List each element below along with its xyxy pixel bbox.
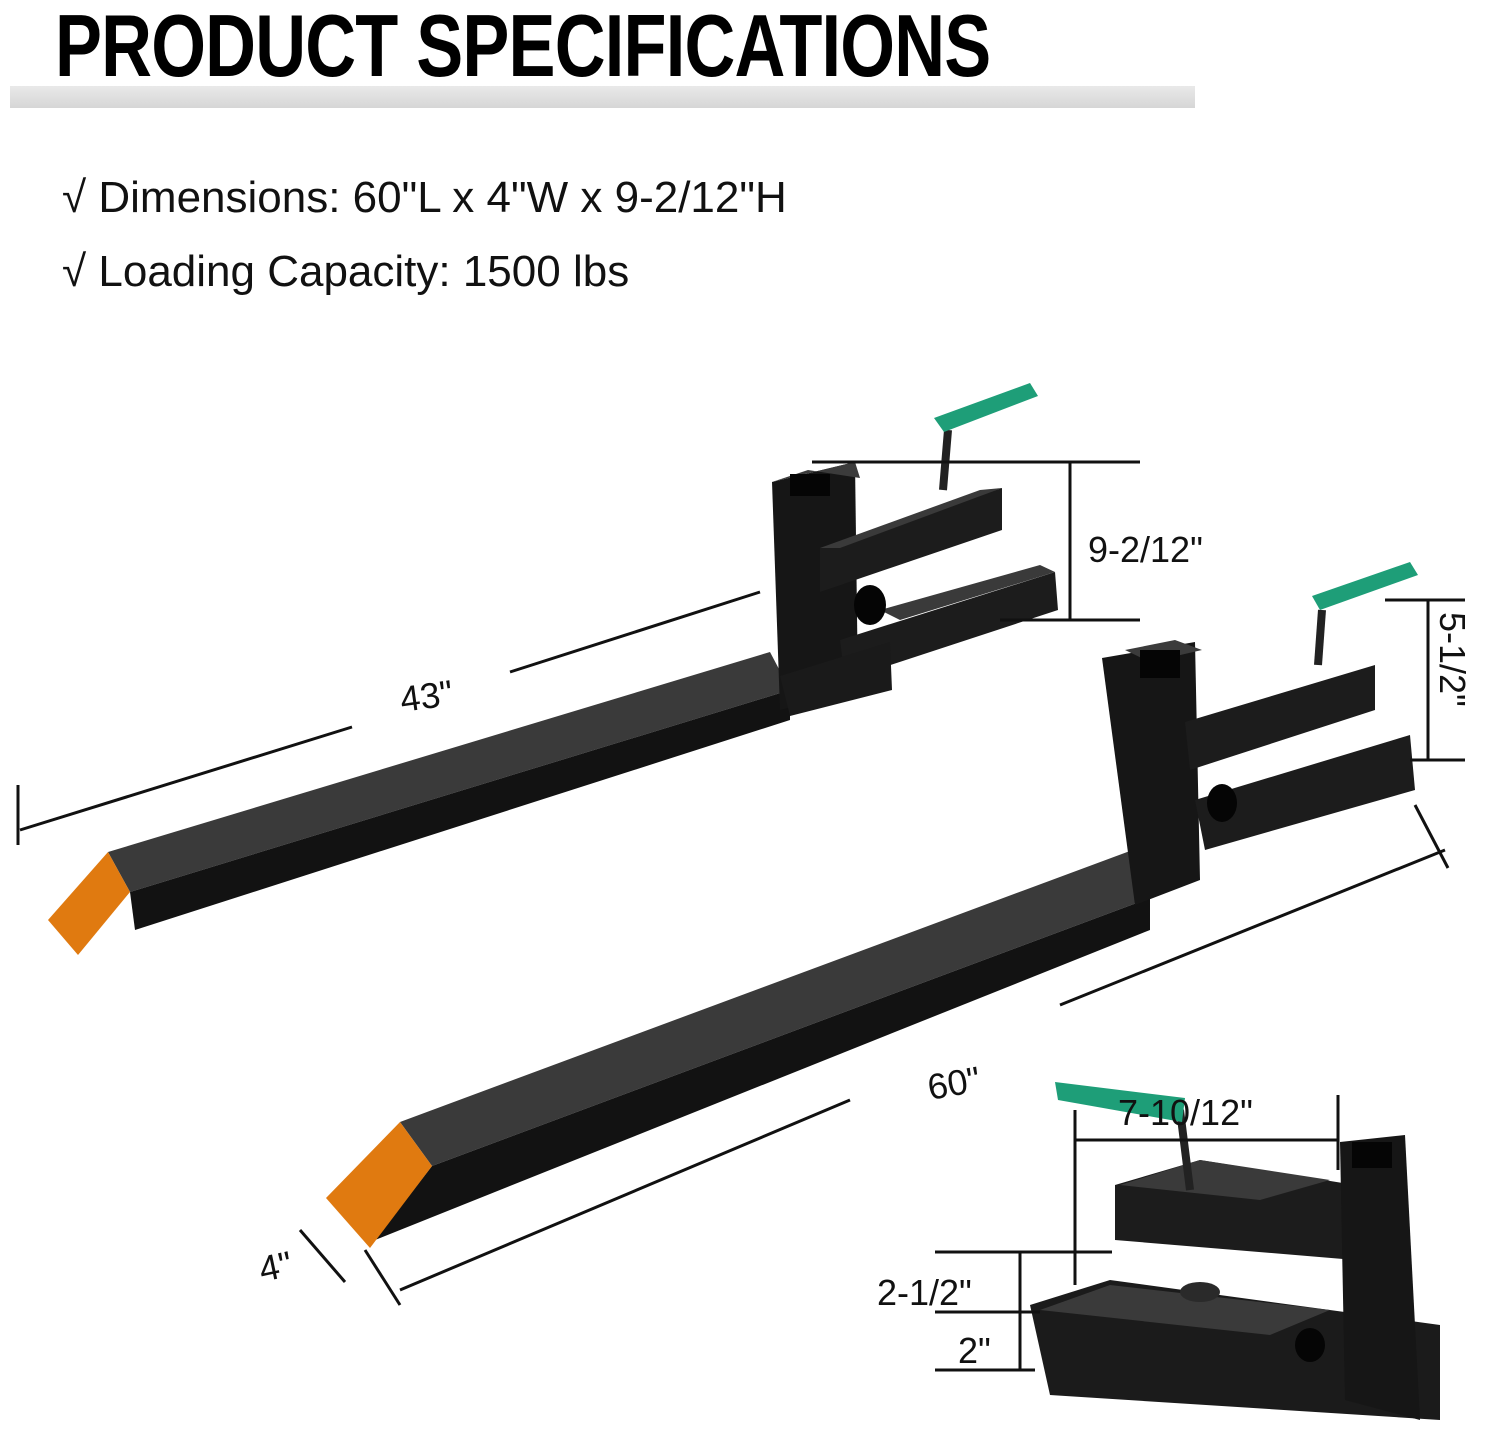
inset-base-rail-top: [1040, 1285, 1330, 1335]
upper-bracket-tower-hole: [790, 474, 830, 496]
upper-handle-green: [934, 383, 1038, 432]
inset-handle-green: [1055, 1082, 1185, 1122]
upper-handle-rod: [939, 429, 952, 491]
dim-label-upper-length: 43": [397, 672, 455, 720]
dim-label-upper-height: 9-2/12": [1088, 529, 1203, 570]
lower-bracket-tower-hole: [1140, 650, 1180, 678]
inset-tower: [1340, 1135, 1420, 1420]
dim-60-line-right: [1059, 848, 1446, 1007]
lower-handle-green: [1312, 562, 1418, 610]
inset-handle-rod: [1176, 1109, 1194, 1191]
dim-label-side-height: 5-1/2": [1432, 612, 1473, 707]
lower-bracket-pin-hole: [1207, 784, 1237, 822]
upper-bracket-arm: [820, 488, 1002, 592]
upper-bracket-tower-top: [772, 462, 860, 482]
dim-label-lower-length: 60": [924, 1058, 983, 1108]
dim-43-line-right: [509, 590, 761, 674]
page-title: PRODUCT SPECIFICATIONS: [55, 0, 991, 95]
dim-4-ext-b: [363, 1249, 402, 1306]
lower-fork-side-face: [375, 898, 1150, 1240]
upper-fork-side-face: [130, 690, 790, 930]
upper-bracket-pin-hole: [854, 585, 886, 625]
inset-screw-knob: [1180, 1282, 1220, 1302]
dim-label-inset-width: 7-10/12": [1118, 1092, 1253, 1133]
upper-fork-tip: [48, 852, 130, 955]
inset-tower-hole: [1352, 1142, 1392, 1168]
upper-bracket-arm-top: [820, 488, 1002, 548]
lower-fork-tip: [326, 1122, 432, 1248]
lower-bracket-lower-rail: [1195, 735, 1415, 850]
dim-60-ext: [1413, 804, 1450, 869]
dim-43-line-left: [19, 725, 353, 832]
dim-4-ext-a: [298, 1229, 347, 1283]
upper-bracket-base: [780, 642, 892, 716]
lower-fork: [326, 562, 1418, 1248]
upper-fork-top-face: [108, 652, 790, 892]
spec-dimensions: √ Dimensions: 60"L x 4"W x 9-2/12"H: [62, 173, 787, 222]
upper-bracket-lower-rail-top: [880, 565, 1055, 620]
lower-handle-rod: [1314, 609, 1326, 666]
dim-label-inset-thickness: 2": [958, 1330, 991, 1371]
upper-bracket-tower: [772, 462, 858, 710]
inset-pin-hole: [1295, 1328, 1325, 1362]
inset-arm-top: [1120, 1160, 1330, 1200]
lower-bracket-arm: [1185, 665, 1375, 770]
lower-bracket-tower: [1102, 642, 1200, 905]
dim-60-line-left: [399, 1098, 851, 1292]
upper-fork: [48, 383, 1058, 955]
dimension-lines: [16, 460, 1465, 1372]
upper-bracket-lower-rail: [840, 572, 1058, 680]
spec-loading-capacity: √ Loading Capacity: 1500 lbs: [62, 247, 630, 296]
title-underline-bar: [10, 86, 1195, 108]
dim-label-width: 4": [255, 1243, 296, 1290]
inset-bracket-detail: [1030, 1082, 1440, 1420]
lower-fork-top-face: [400, 848, 1150, 1166]
dim-label-inset-gap: 2-1/2": [877, 1272, 972, 1313]
